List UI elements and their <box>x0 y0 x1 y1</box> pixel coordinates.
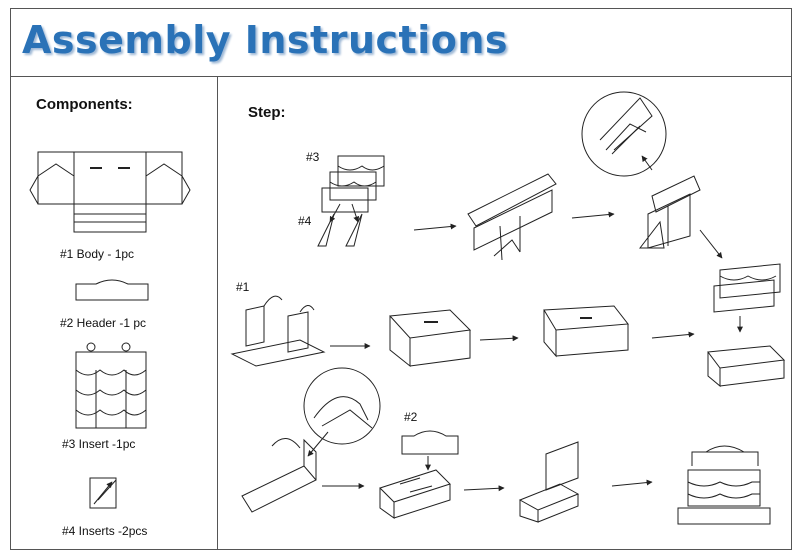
step-label-insert: #3 <box>306 150 320 164</box>
step-row-3 <box>242 368 770 524</box>
component-label-body: #1 Body - 1pc <box>60 247 135 261</box>
step-label-inserts: #4 <box>298 214 312 228</box>
step-label-header: #2 <box>404 410 418 424</box>
column-divider <box>217 76 218 550</box>
components-heading: Components: <box>36 96 133 113</box>
component-header-drawing <box>76 280 148 300</box>
page-title: Assembly Instructions <box>22 18 509 62</box>
step-row-1 <box>318 92 722 260</box>
step-heading: Step: <box>248 104 286 121</box>
component-label-inserts: #4 Inserts -2pcs <box>62 524 148 538</box>
title-divider <box>10 76 792 77</box>
component-label-insert: #3 Insert -1pc <box>62 437 136 451</box>
component-insert-drawing <box>76 343 146 428</box>
outer-frame <box>10 8 792 550</box>
step-label-body: #1 <box>236 280 250 294</box>
step-row-2 <box>232 264 784 386</box>
component-label-header: #2 Header -1 pc <box>60 316 147 330</box>
component-inserts-drawing <box>90 478 116 508</box>
component-body-drawing <box>30 152 190 232</box>
